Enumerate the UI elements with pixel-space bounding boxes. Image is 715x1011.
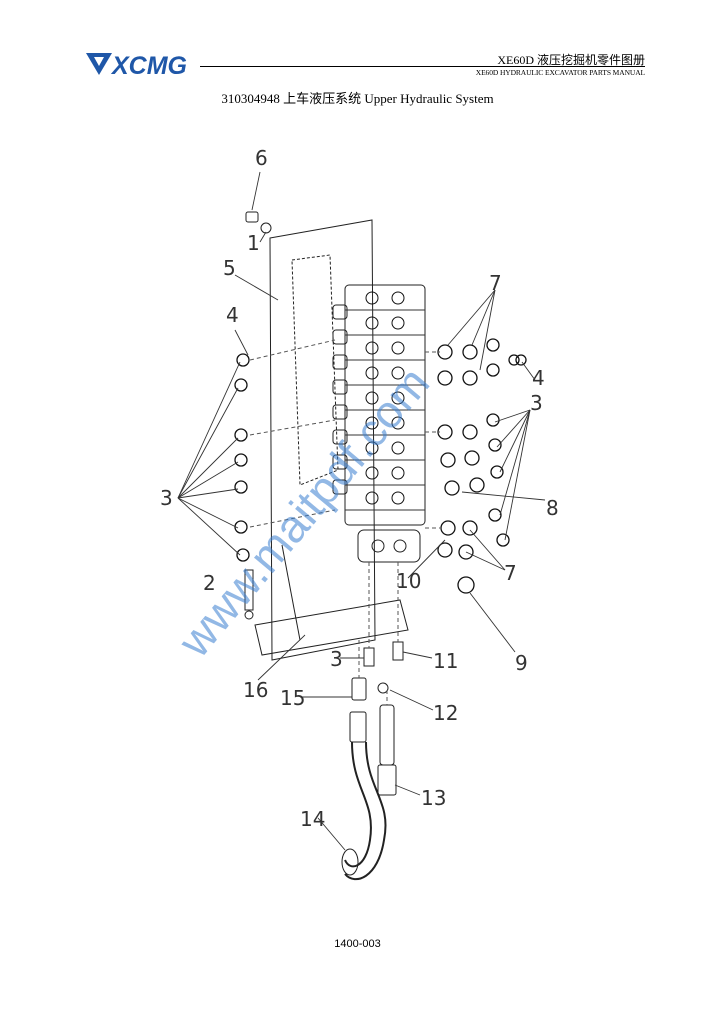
page-number: 1400-003 bbox=[334, 938, 381, 950]
callout-label: 3 bbox=[330, 647, 343, 671]
callout-label: 14 bbox=[300, 807, 325, 831]
header-title-en: XE60D HYDRAULIC EXCAVATOR PARTS MANUAL bbox=[475, 68, 645, 77]
callout-label: 4 bbox=[532, 366, 545, 390]
callout-label: 13 bbox=[421, 786, 446, 810]
callout-label: 2 bbox=[203, 571, 216, 595]
callout-label: 3 bbox=[530, 391, 543, 415]
logo-text: XCMG bbox=[110, 52, 187, 79]
callout-label: 11 bbox=[433, 649, 458, 673]
callout-label: 5 bbox=[223, 256, 236, 280]
callout-label: 8 bbox=[546, 496, 559, 520]
header-title-cn: XE60D 液压挖掘机零件图册 bbox=[497, 53, 645, 67]
callout-label: 1 bbox=[247, 231, 260, 255]
header-rule bbox=[200, 66, 645, 67]
watermark: www.maitpdf.com bbox=[167, 357, 439, 667]
xcmg-logo: XCMG bbox=[86, 52, 187, 79]
callout-label: 7 bbox=[489, 271, 502, 295]
callout-label: 16 bbox=[243, 678, 268, 702]
callout-label: 6 bbox=[255, 146, 268, 170]
callout-label: 3 bbox=[160, 486, 173, 510]
mounting-plate bbox=[269, 219, 376, 661]
callout-label: 9 bbox=[515, 651, 528, 675]
callout-label: 7 bbox=[504, 561, 517, 585]
page-title: 310304948 上车液压系统 Upper Hydraulic System bbox=[221, 91, 494, 106]
exploded-parts-drawing: 6 1 5 4 7 4 3 3 8 2 10 7 9 3 11 16 15 12… bbox=[160, 146, 559, 880]
callout-label: 15 bbox=[280, 686, 305, 710]
callout-label: 12 bbox=[433, 701, 458, 725]
callout-label: 10 bbox=[396, 569, 421, 593]
callout-label: 4 bbox=[226, 303, 239, 327]
